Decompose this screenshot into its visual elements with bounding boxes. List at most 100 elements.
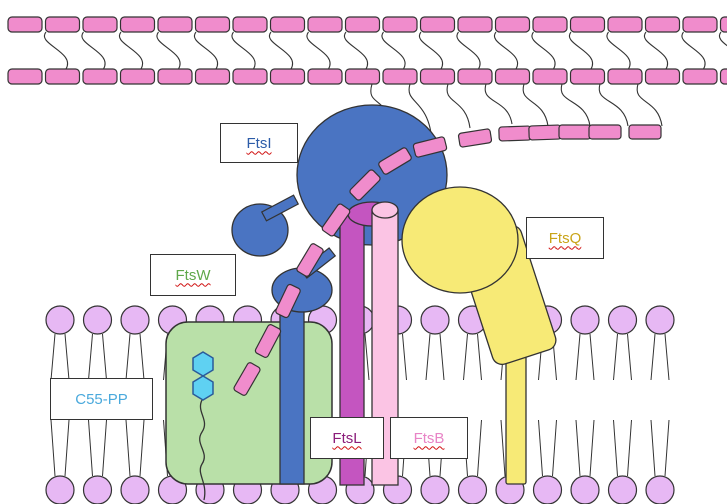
glycan-unit xyxy=(346,69,380,84)
glycan-unit xyxy=(233,69,267,84)
lipid-tail xyxy=(65,420,69,476)
lipid-tail xyxy=(553,420,557,476)
lipid-tail xyxy=(665,334,669,380)
peptide-crosslink xyxy=(232,32,255,69)
peptide-crosslink xyxy=(44,32,67,69)
lipid-head xyxy=(421,476,449,504)
lipid-head xyxy=(46,476,74,504)
peptide-crosslink xyxy=(194,32,217,69)
glycan-unit xyxy=(83,17,117,32)
peptide-crosslink xyxy=(569,32,592,69)
peptide-crosslink xyxy=(532,32,555,69)
glycan-unit xyxy=(496,69,530,84)
glycan-unit xyxy=(383,17,417,32)
glycan-strand-middle xyxy=(8,69,727,84)
nascent-glycan-unit xyxy=(559,125,591,139)
lipid-tail xyxy=(478,420,482,476)
glycan-unit xyxy=(533,69,567,84)
glycan-unit xyxy=(83,69,117,84)
lipid-tail xyxy=(590,334,594,380)
peptide-crosslink xyxy=(157,32,180,69)
lipid-head xyxy=(121,306,149,334)
glycan-unit xyxy=(571,69,605,84)
lipid-head xyxy=(421,306,449,334)
glycan-unit xyxy=(683,17,717,32)
lipid-tail xyxy=(65,334,69,380)
lipid-tail xyxy=(51,334,55,380)
glycan-unit xyxy=(308,17,342,32)
peptide-crosslink xyxy=(419,32,442,69)
peptide-crosslink xyxy=(637,84,662,126)
glycan-unit xyxy=(121,69,155,84)
peptide-crosslink xyxy=(382,32,405,69)
glycan-unit xyxy=(458,69,492,84)
glycan-unit xyxy=(383,69,417,84)
c55pp-label-text: C55-PP xyxy=(75,391,128,408)
lipid-tail xyxy=(89,420,93,476)
lipid-head xyxy=(646,476,674,504)
peptide-crosslink xyxy=(719,32,727,69)
lipid-tail xyxy=(365,334,369,380)
nascent-glycan-unit xyxy=(458,129,492,148)
glycan-unit xyxy=(683,69,717,84)
lipid-ii-hexagon-bottom xyxy=(193,376,213,400)
ftsb-cap xyxy=(372,202,398,218)
ftsq-label: FtsQ xyxy=(526,217,604,259)
peptide-crosslink xyxy=(599,84,628,126)
lipid-tail xyxy=(126,334,130,380)
peptide-crosslink xyxy=(494,32,517,69)
glycan-unit xyxy=(271,69,305,84)
peptide-crosslink xyxy=(269,32,292,69)
lipid-tail xyxy=(576,334,580,380)
glycan-unit xyxy=(346,17,380,32)
glycan-unit xyxy=(158,17,192,32)
lipid-tail xyxy=(51,420,55,476)
ftsi-label: FtsI xyxy=(220,123,298,163)
nascent-glycan-unit xyxy=(499,126,531,141)
nascent-glycan-unit xyxy=(589,125,621,139)
lipid-tail xyxy=(576,420,580,476)
lipid-head xyxy=(534,476,562,504)
glycan-unit xyxy=(646,69,680,84)
lipid-tail xyxy=(103,420,107,476)
glycan-unit xyxy=(233,17,267,32)
lipid-tail xyxy=(628,334,632,380)
lipid-head xyxy=(571,476,599,504)
glycan-strand-top xyxy=(8,17,727,32)
lipid-tail xyxy=(651,334,655,380)
peptide-crosslink xyxy=(485,84,512,124)
ftsi-label-text: FtsI xyxy=(247,135,272,152)
nascent-glycan-unit xyxy=(629,125,661,139)
peptide-crosslink xyxy=(344,32,367,69)
lipid-tail xyxy=(665,420,669,476)
peptide-crosslink xyxy=(119,32,142,69)
glycan-unit xyxy=(196,69,230,84)
lipid-tail xyxy=(651,420,655,476)
ftsw-protein xyxy=(166,322,332,484)
peptide-crosslink xyxy=(457,32,480,69)
ftsb-label: FtsB xyxy=(390,417,468,459)
lipid-tail xyxy=(628,420,632,476)
peptide-crosslink xyxy=(644,32,667,69)
lipid-head xyxy=(84,306,112,334)
lipid-head xyxy=(609,476,637,504)
glycan-unit xyxy=(496,17,530,32)
lipid-tail xyxy=(539,420,543,476)
glycan-unit xyxy=(271,17,305,32)
glycan-unit xyxy=(608,17,642,32)
lipid-tail xyxy=(590,420,594,476)
peptide-crosslink xyxy=(561,84,590,126)
glycan-unit xyxy=(8,69,42,84)
ftsl-label: FtsL xyxy=(310,417,384,459)
lipid-tail xyxy=(426,334,430,380)
lipid-tail xyxy=(140,420,144,476)
peptide-crosslink xyxy=(307,32,330,69)
lipid-tail xyxy=(103,334,107,380)
glycan-unit xyxy=(571,17,605,32)
glycan-unit xyxy=(196,17,230,32)
lipid-tail xyxy=(614,334,618,380)
glycan-unit xyxy=(8,17,42,32)
lipid-tail xyxy=(478,334,482,380)
glycan-unit xyxy=(421,17,455,32)
ftsw-label-text: FtsW xyxy=(176,267,211,284)
